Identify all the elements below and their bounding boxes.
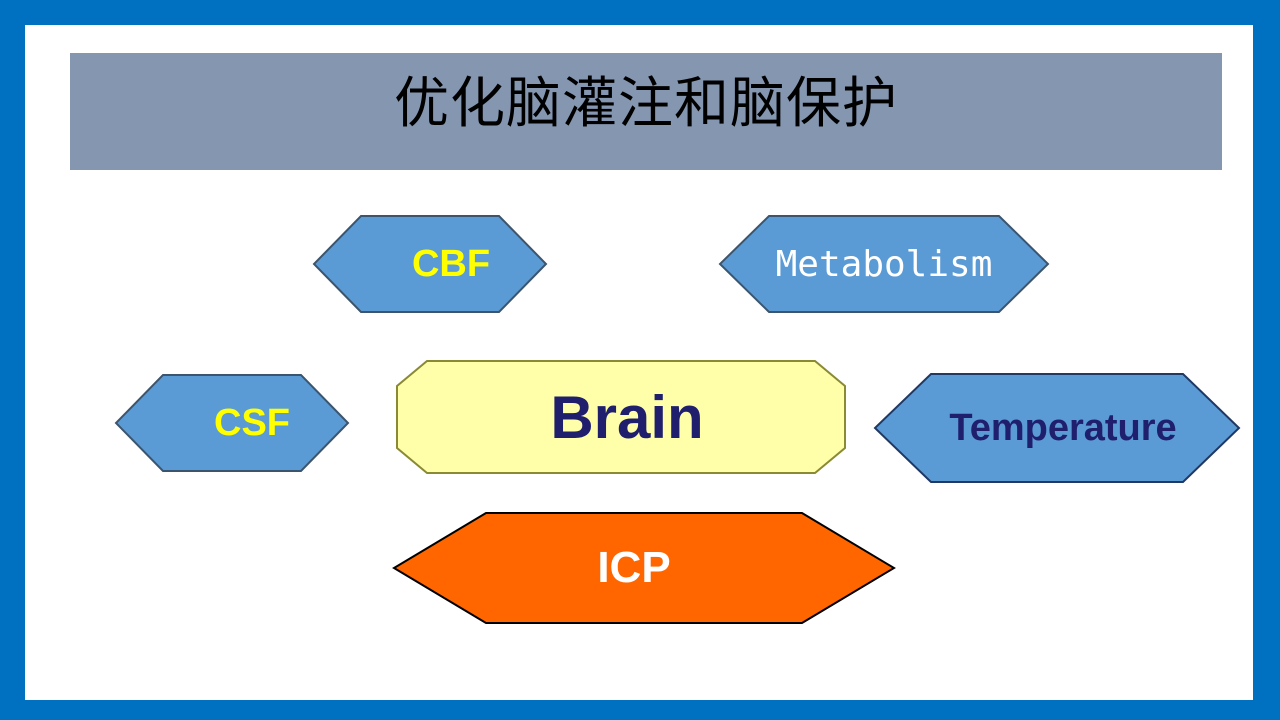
hexagon-icon xyxy=(392,512,896,624)
page-title: 优化脑灌注和脑保护 xyxy=(393,72,898,134)
shape-csf[interactable]: CSF xyxy=(114,374,350,472)
shape-icp[interactable]: ICP xyxy=(392,512,896,624)
hexagon-icon xyxy=(312,215,548,313)
shape-label-csf: CSF xyxy=(214,401,290,444)
shape-temperature[interactable]: Temperature xyxy=(873,373,1241,483)
shape-cbf[interactable]: CBF xyxy=(312,215,548,313)
shape-label-icp: ICP xyxy=(597,543,671,592)
slide-title-bar: 优化脑灌注和脑保护 xyxy=(70,53,1222,170)
hexagon-icon xyxy=(718,215,1050,313)
shape-label-temperature: Temperature xyxy=(949,406,1177,449)
shape-label-metabolism: Metabolism xyxy=(775,243,993,285)
shape-brain[interactable]: Brain xyxy=(396,360,846,474)
shape-label-brain: Brain xyxy=(550,383,704,451)
hexagon-icon xyxy=(114,374,350,472)
shape-metabolism[interactable]: Metabolism xyxy=(718,215,1050,313)
hexagon-icon xyxy=(873,373,1241,483)
octagon-icon xyxy=(396,360,846,474)
slide-canvas: 优化脑灌注和脑保护 CBF Metabolism CSF xyxy=(25,25,1253,700)
shape-label-cbf: CBF xyxy=(411,242,491,285)
